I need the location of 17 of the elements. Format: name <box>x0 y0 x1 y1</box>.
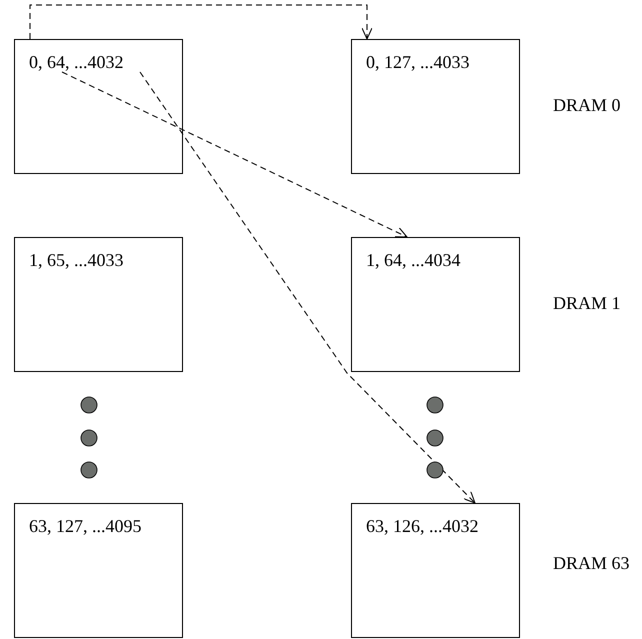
address-list-text: 0, 127, ...4033 <box>366 52 470 73</box>
memory-bank-box <box>14 503 183 638</box>
memory-bank-box <box>351 503 520 638</box>
dashed-arrow <box>30 4 372 40</box>
memory-bank-box <box>351 237 520 372</box>
address-list-text: 1, 65, ...4033 <box>29 250 124 271</box>
bank-label: DRAM 0 <box>553 95 621 116</box>
dashed-arrow <box>62 72 408 238</box>
bank-label: DRAM 63 <box>553 553 630 574</box>
address-list-text: 0, 64, ...4032 <box>29 52 124 73</box>
memory-bank-box <box>14 39 183 174</box>
address-list-text: 63, 127, ...4095 <box>29 516 142 537</box>
memory-bank-box <box>14 237 183 372</box>
address-list-text: 1, 64, ...4034 <box>366 250 460 271</box>
address-list-text: 63, 126, ...4032 <box>366 516 478 537</box>
bank-label: DRAM 1 <box>553 293 621 314</box>
memory-bank-box <box>351 39 520 174</box>
